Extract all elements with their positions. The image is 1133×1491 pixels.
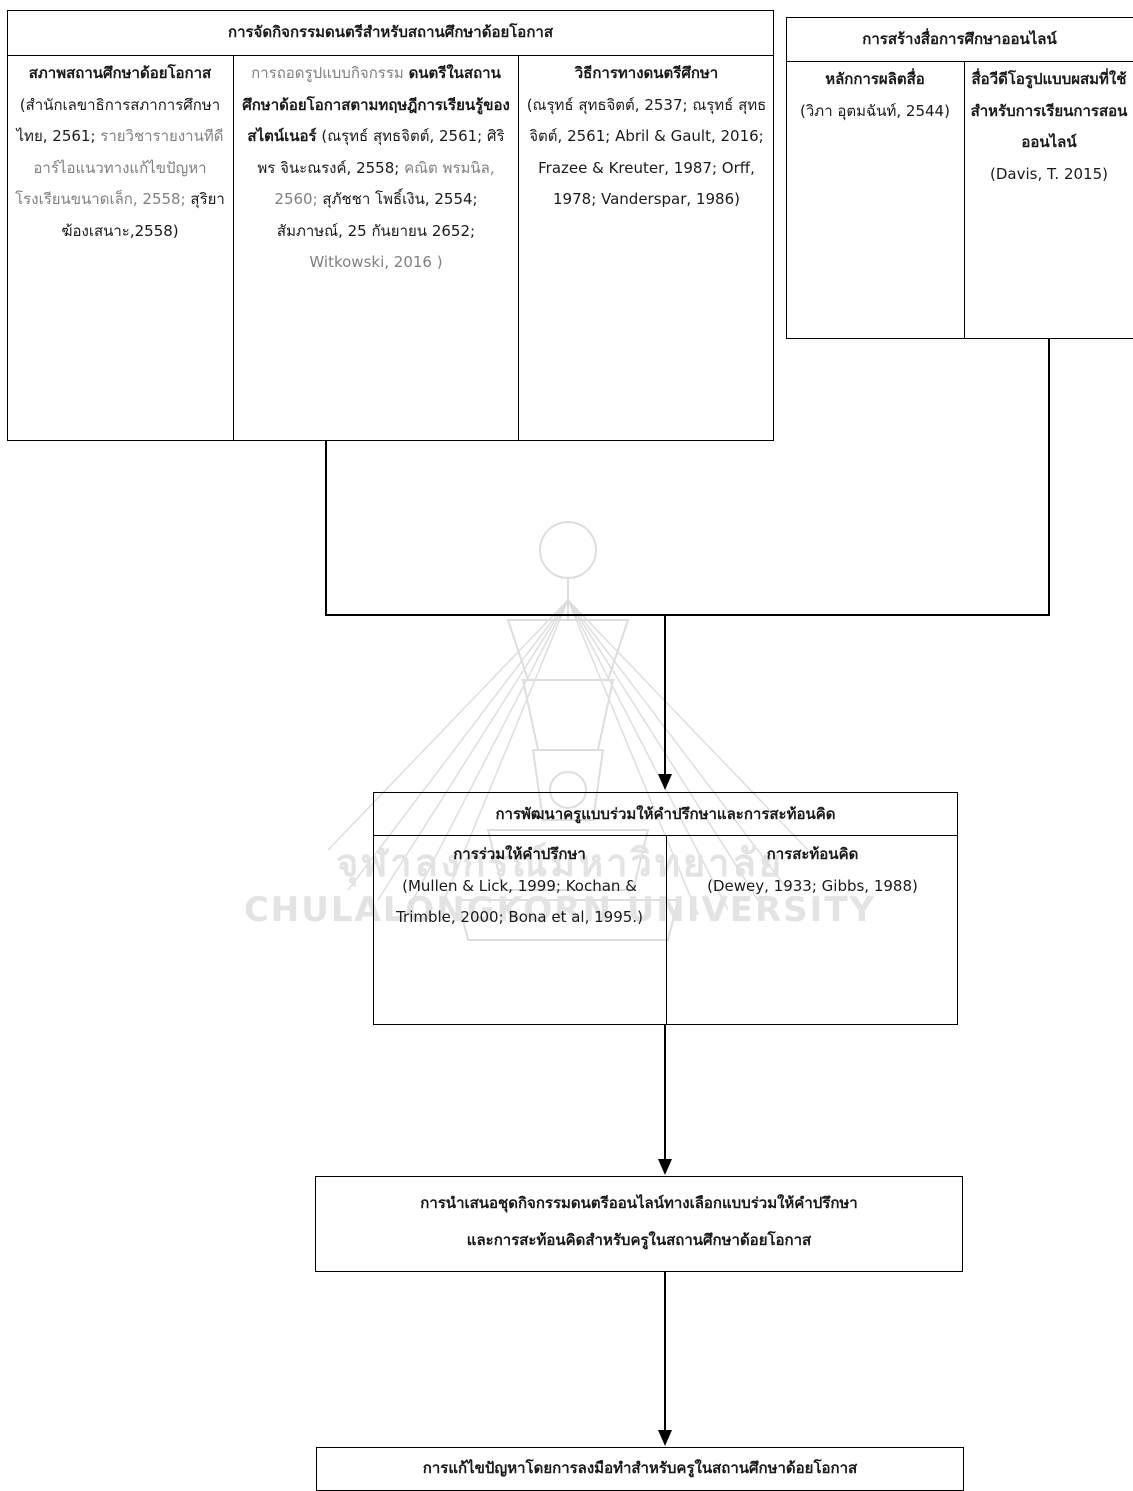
arrow-down-icon <box>658 1159 672 1175</box>
underprivileged-school-condition-cell: สภาพสถานศึกษาด้อยโอกาส (สำนักเลขาธิการสภ… <box>7 58 233 247</box>
co-mentoring-refs: (Mullen & Lick, 1999; Kochan & Trimble, … <box>396 876 643 927</box>
watermark-english: CHULALONGKORN UNIVERSITY <box>243 890 877 930</box>
university-seal-watermark <box>327 521 809 941</box>
connector-to-solution-box <box>664 1272 666 1432</box>
blended-video-media-cell: สื่อวีดีโอรูปแบบผสมที่ใช้สำหรับการเรียนก… <box>965 64 1133 190</box>
arrow-down-icon <box>658 1430 672 1446</box>
watermark-thai: จุฬาลงกรณ์มหาวิทยาลัย <box>335 840 785 885</box>
music-education-methods-refs: (ณรุทธ์ สุทธจิตต์, 2537; ณรุทธ์ สุทธจิตต… <box>526 95 767 209</box>
solution-text: การแก้ไขปัญหาโดยการลงมือทำสำหรับครูในสถา… <box>422 1459 858 1477</box>
teacher-development-box-title: การพัฒนาครูแบบร่วมให้คำปรึกษาและการสะท้อ… <box>495 805 836 823</box>
teacher-development-box <box>373 792 958 1025</box>
music-activity-box-title: การจัดกิจกรรมดนตรีสำหรับสถานศึกษาด้อยโอก… <box>228 23 553 41</box>
music-education-methods-cell: วิธีการทางดนตรีศึกษา (ณรุทธ์ สุทธจิตต์, … <box>519 58 774 216</box>
steiner-activity-model-cell: การถอดรูปแบบกิจกรรม ดนตรีในสถานศึกษาด้อย… <box>234 58 518 279</box>
underprivileged-school-refs: (สำนักเลขาธิการสภาการศึกษาไทย, 2561; <box>16 95 221 146</box>
reflection-heading: การสะท้อนคิด <box>766 845 859 863</box>
steiner-activity-model-refs-gray: คณิต พรมนิล, 2560; <box>274 158 495 209</box>
music-education-methods-heading: วิธีการทางดนตรีศึกษา <box>574 64 719 82</box>
connector-horizontal <box>325 614 1050 616</box>
presentation-line-1: การนำเสนอชุดกิจกรรมดนตรีออนไลน์ทางเลือกแ… <box>420 1194 858 1212</box>
online-media-box <box>786 17 1133 339</box>
steiner-activity-model-heading-gray: การถอดรูปแบบกิจกรรม <box>251 64 404 82</box>
media-production-principles-cell: หลักการผลิตสื่อ (วิภา อุตมฉันท์, 2544) <box>786 64 964 127</box>
reflection-refs: (Dewey, 1933; Gibbs, 1988) <box>707 876 918 895</box>
steiner-activity-model-refs-end: Witkowski, 2016 ) <box>309 253 443 271</box>
steiner-activity-model-refs-a: (ณรุทธ์ สุทธจิตต์, 2561; ศิริพร จินะณรงค… <box>257 127 505 177</box>
underprivileged-school-refs-tail: สุริยา ฆ้องเสนาะ,2558) <box>61 190 225 240</box>
media-production-principles-heading: หลักการผลิตสื่อ <box>825 70 925 88</box>
co-mentoring-heading: การร่วมให้คำปรึกษา <box>453 845 586 863</box>
connector-to-teacher-box <box>664 616 666 776</box>
blended-video-media-heading: สื่อวีดีโอรูปแบบผสมที่ใช้สำหรับการเรียนก… <box>970 70 1128 151</box>
music-activity-box <box>7 10 774 441</box>
steiner-activity-model-refs-b: สุภัชชา โพธิ์เงิน, 2554; สัมภาษณ์, 25 กั… <box>276 190 478 240</box>
connector-to-present-box <box>664 1025 666 1161</box>
connector-right-down <box>1048 339 1050 616</box>
presentation-line-2: และการสะท้อนคิดสำหรับครูในสถานศึกษาด้อยโ… <box>466 1231 812 1249</box>
underprivileged-school-condition-heading: สภาพสถานศึกษาด้อยโอกาส <box>28 64 212 82</box>
co-mentoring-cell: การร่วมให้คำปรึกษา (Mullen & Lick, 1999;… <box>373 839 666 934</box>
online-media-box-title: การสร้างสื่อการศึกษาออนไลน์ <box>862 30 1057 48</box>
arrow-down-icon <box>658 774 672 790</box>
steiner-activity-model-heading: ดนตรีในสถานศึกษาด้อยโอกาสตามทฤษฎีการเรีย… <box>242 64 510 145</box>
presentation-box <box>315 1176 963 1272</box>
media-production-principles-refs: (วิภา อุตมฉันท์, 2544) <box>800 101 950 120</box>
connector-left-down <box>325 441 327 616</box>
reflection-cell: การสะท้อนคิด (Dewey, 1933; Gibbs, 1988) <box>667 839 958 902</box>
blended-video-media-refs: (Davis, T. 2015) <box>990 164 1108 183</box>
underprivileged-school-refs-gray: รายวิชารายงานทีดีอาร์ไอแนวทางแก้ไขปัญหาโ… <box>15 127 224 208</box>
